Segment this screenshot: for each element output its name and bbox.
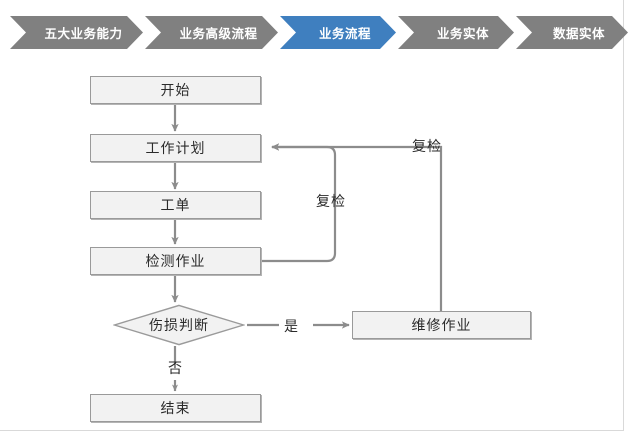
node-repair[interactable]: 维修作业 <box>352 311 531 339</box>
node-work-plan[interactable]: 工作计划 <box>90 134 261 162</box>
node-inspection[interactable]: 检测作业 <box>90 247 261 275</box>
breadcrumb-item-capabilities[interactable]: 五大业务能力 <box>10 16 143 49</box>
breadcrumb-item-high-level-process[interactable]: 业务高级流程 <box>145 16 278 49</box>
connector-recheck-outer-loop <box>271 143 443 311</box>
node-label: 结束 <box>160 400 191 416</box>
edge-label-yes: 是 <box>284 318 299 334</box>
breadcrumb-item-label: 数据实体 <box>552 27 605 41</box>
breadcrumb-item-label: 五大业务能力 <box>44 27 123 41</box>
page-frame-right-border <box>623 0 624 431</box>
breadcrumb-item-business-process[interactable]: 业务流程 <box>280 16 396 49</box>
diamond-shape <box>111 304 247 346</box>
node-label: 检测作业 <box>145 253 206 269</box>
node-label: 伤损判断 <box>149 317 209 333</box>
page-frame-bottom-border <box>0 430 624 431</box>
node-start[interactable]: 开始 <box>90 76 261 104</box>
edge-label-no: 否 <box>168 360 183 376</box>
node-label: 维修作业 <box>411 317 472 333</box>
node-end[interactable]: 结束 <box>90 394 261 422</box>
node-label: 工单 <box>160 197 191 213</box>
breadcrumb: 五大业务能力 业务高级流程 业务流程 业务实体 数据实体 <box>10 16 630 49</box>
edge-label-recheck-inner: 复检 <box>316 193 346 209</box>
breadcrumb-item-label: 业务流程 <box>318 27 371 41</box>
node-decision[interactable]: 伤损判断 <box>111 304 247 346</box>
breadcrumb-item-label: 业务高级流程 <box>179 27 258 41</box>
breadcrumb-item-data-entity[interactable]: 数据实体 <box>516 16 628 49</box>
node-label: 开始 <box>160 82 191 98</box>
node-label: 工作计划 <box>145 140 206 156</box>
node-work-order[interactable]: 工单 <box>90 191 261 219</box>
breadcrumb-item-business-entity[interactable]: 业务实体 <box>398 16 514 49</box>
breadcrumb-item-label: 业务实体 <box>436 27 489 41</box>
edge-label-recheck-outer: 复检 <box>412 138 442 154</box>
